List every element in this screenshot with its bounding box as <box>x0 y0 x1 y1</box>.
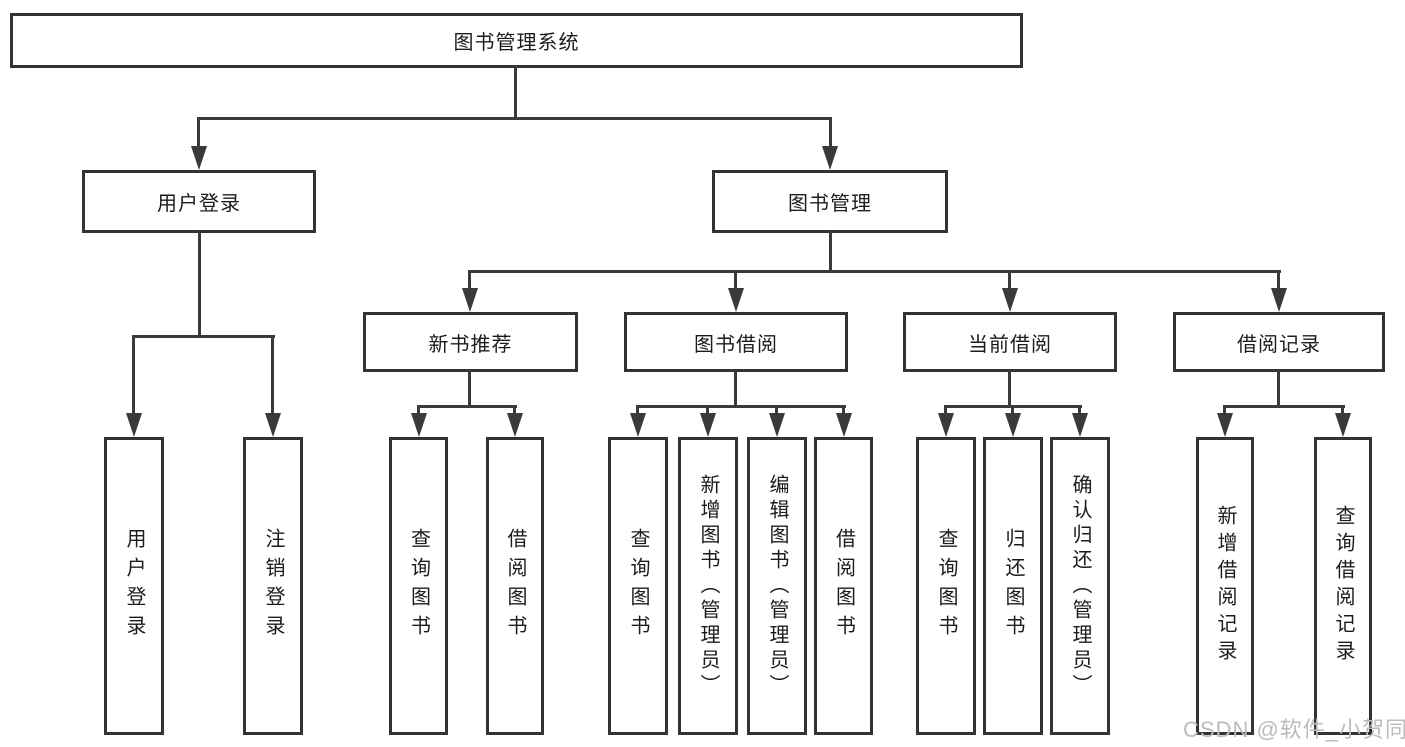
edge-line <box>1011 405 1014 416</box>
edge-line <box>132 335 275 338</box>
edge-line <box>1078 405 1081 416</box>
leaf-nbr-borrow-books-label: 借阅图书 <box>504 528 526 644</box>
node-book-borrow: 图书借阅 <box>624 312 848 372</box>
edge-line <box>1223 405 1345 408</box>
leaf-bb-query-books: 查询图书 <box>608 437 668 735</box>
edge-line <box>197 117 200 150</box>
edge-line <box>514 66 517 119</box>
edge-arrowhead <box>836 413 852 437</box>
leaf-user-login: 用户登录 <box>104 437 164 735</box>
leaf-bb-add-books-admin-label: 新增图书（管理员） <box>697 473 719 699</box>
leaf-bb-borrow-books: 借阅图书 <box>814 437 873 735</box>
leaf-br-query-record: 查询借阅记录 <box>1314 437 1372 735</box>
node-user-login-label: 用户登录 <box>157 193 241 215</box>
node-root-label: 图书管理系统 <box>453 32 580 54</box>
edge-line <box>132 335 135 417</box>
edge-arrowhead <box>700 413 716 437</box>
edge-arrowhead <box>1002 288 1018 312</box>
edge-line <box>1008 270 1011 290</box>
edge-arrowhead <box>507 413 523 437</box>
node-borrow-records-label: 借阅记录 <box>1237 333 1321 356</box>
edge-line <box>944 405 947 416</box>
edge-line <box>468 370 471 408</box>
edge-line <box>775 405 778 416</box>
edge-arrowhead <box>769 413 785 437</box>
edge-arrowhead <box>938 413 954 437</box>
edge-arrowhead <box>411 413 427 437</box>
leaf-user-login-label: 用户登录 <box>123 528 145 644</box>
edge-line <box>706 405 709 416</box>
edge-line <box>636 405 639 416</box>
edge-line <box>513 405 516 416</box>
node-book-management: 图书管理 <box>712 170 948 233</box>
node-current-borrow-label: 当前借阅 <box>968 333 1052 356</box>
edge-line <box>198 231 201 337</box>
edge-line <box>417 405 420 416</box>
node-user-login: 用户登录 <box>82 170 316 233</box>
leaf-logout-label: 注销登录 <box>262 528 284 644</box>
edge-line <box>1341 405 1344 416</box>
leaf-cb-return-books-label: 归还图书 <box>1002 528 1024 644</box>
edge-arrowhead <box>126 413 142 437</box>
leaf-bb-borrow-books-label: 借阅图书 <box>832 528 855 644</box>
node-current-borrow: 当前借阅 <box>903 312 1117 372</box>
edge-line <box>197 117 832 120</box>
edge-line <box>468 270 1281 273</box>
edge-line <box>734 370 737 408</box>
leaf-cb-confirm-return-admin-label: 确认归还（管理员） <box>1069 473 1091 699</box>
leaf-logout: 注销登录 <box>243 437 303 735</box>
node-book-management-label: 图书管理 <box>788 193 872 215</box>
watermark: CSDN @软件_小贺同学 <box>1183 717 1405 742</box>
edge-line <box>417 405 517 408</box>
edge-line <box>829 231 832 272</box>
leaf-br-add-record-label: 新增借阅记录 <box>1214 505 1236 667</box>
edge-line <box>842 405 845 416</box>
leaf-cb-return-books: 归还图书 <box>983 437 1043 735</box>
edge-arrowhead <box>1005 413 1021 437</box>
leaf-nbr-borrow-books: 借阅图书 <box>486 437 544 735</box>
edge-arrowhead <box>630 413 646 437</box>
edge-arrowhead <box>1271 288 1287 312</box>
edge-line <box>1223 405 1226 416</box>
leaf-bb-edit-books-admin: 编辑图书（管理员） <box>747 437 807 735</box>
leaf-cb-query-books: 查询图书 <box>916 437 976 735</box>
edge-line <box>1008 370 1011 408</box>
node-new-book-recommend-label: 新书推荐 <box>428 333 513 356</box>
edge-line <box>1277 370 1280 408</box>
leaf-cb-query-books-label: 查询图书 <box>935 528 957 644</box>
leaf-bb-add-books-admin: 新增图书（管理员） <box>678 437 738 735</box>
leaf-br-query-record-label: 查询借阅记录 <box>1332 505 1354 667</box>
edge-arrowhead <box>462 288 478 312</box>
leaf-cb-confirm-return-admin: 确认归还（管理员） <box>1050 437 1110 735</box>
edge-arrowhead <box>1335 413 1351 437</box>
leaf-bb-edit-books-admin-label: 编辑图书（管理员） <box>766 473 788 699</box>
edge-line <box>468 270 471 290</box>
edge-line <box>271 335 274 417</box>
leaf-bb-query-books-label: 查询图书 <box>627 528 649 644</box>
node-borrow-records: 借阅记录 <box>1173 312 1385 372</box>
edge-arrowhead <box>728 288 744 312</box>
edge-line <box>734 270 737 290</box>
edge-arrowhead <box>191 146 207 170</box>
edge-arrowhead <box>1217 413 1233 437</box>
leaf-br-add-record: 新增借阅记录 <box>1196 437 1254 735</box>
edge-line <box>1277 270 1280 290</box>
leaf-nbr-query-books: 查询图书 <box>389 437 448 735</box>
node-new-book-recommend: 新书推荐 <box>363 312 578 372</box>
edge-line <box>636 405 846 408</box>
edge-arrowhead <box>1072 413 1088 437</box>
leaf-nbr-query-books-label: 查询图书 <box>407 528 430 644</box>
edge-line <box>829 117 832 150</box>
edge-arrowhead <box>822 146 838 170</box>
node-root: 图书管理系统 <box>10 13 1023 68</box>
node-book-borrow-label: 图书借阅 <box>694 333 778 356</box>
edge-arrowhead <box>265 413 281 437</box>
